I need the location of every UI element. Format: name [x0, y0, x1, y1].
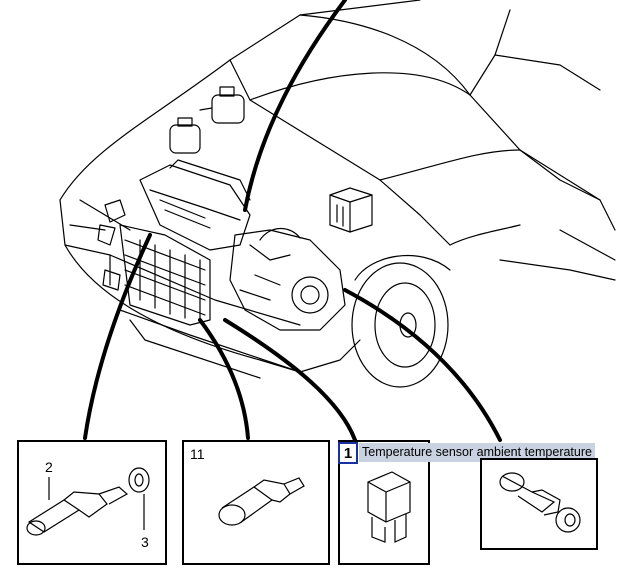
callout-number-1[interactable]: 1: [338, 442, 358, 464]
sensor-drawing-right: [499, 472, 581, 533]
car-body-outline: [59, 0, 616, 379]
pointer-lines: [83, 0, 502, 442]
front-wheel: [351, 255, 451, 388]
coolant-sensor-drawing: [26, 467, 150, 536]
pressure-switch-drawing: [218, 477, 305, 526]
detail-panel-left: 2 3: [17, 440, 167, 565]
detail-panel-middle: 11: [182, 440, 330, 565]
ambient-temp-sensor-drawing: [367, 471, 411, 543]
tooltip-temperature-sensor: Temperature sensor ambient temperature: [359, 443, 595, 462]
reservoir-tanks: [169, 86, 245, 154]
fuse-box: [329, 187, 373, 233]
part-label-11: 11: [190, 446, 205, 462]
part-label-3: 3: [141, 534, 149, 550]
engine-block: [97, 159, 346, 331]
detail-panel-right: [480, 458, 598, 550]
part-label-2: 2: [45, 459, 53, 475]
